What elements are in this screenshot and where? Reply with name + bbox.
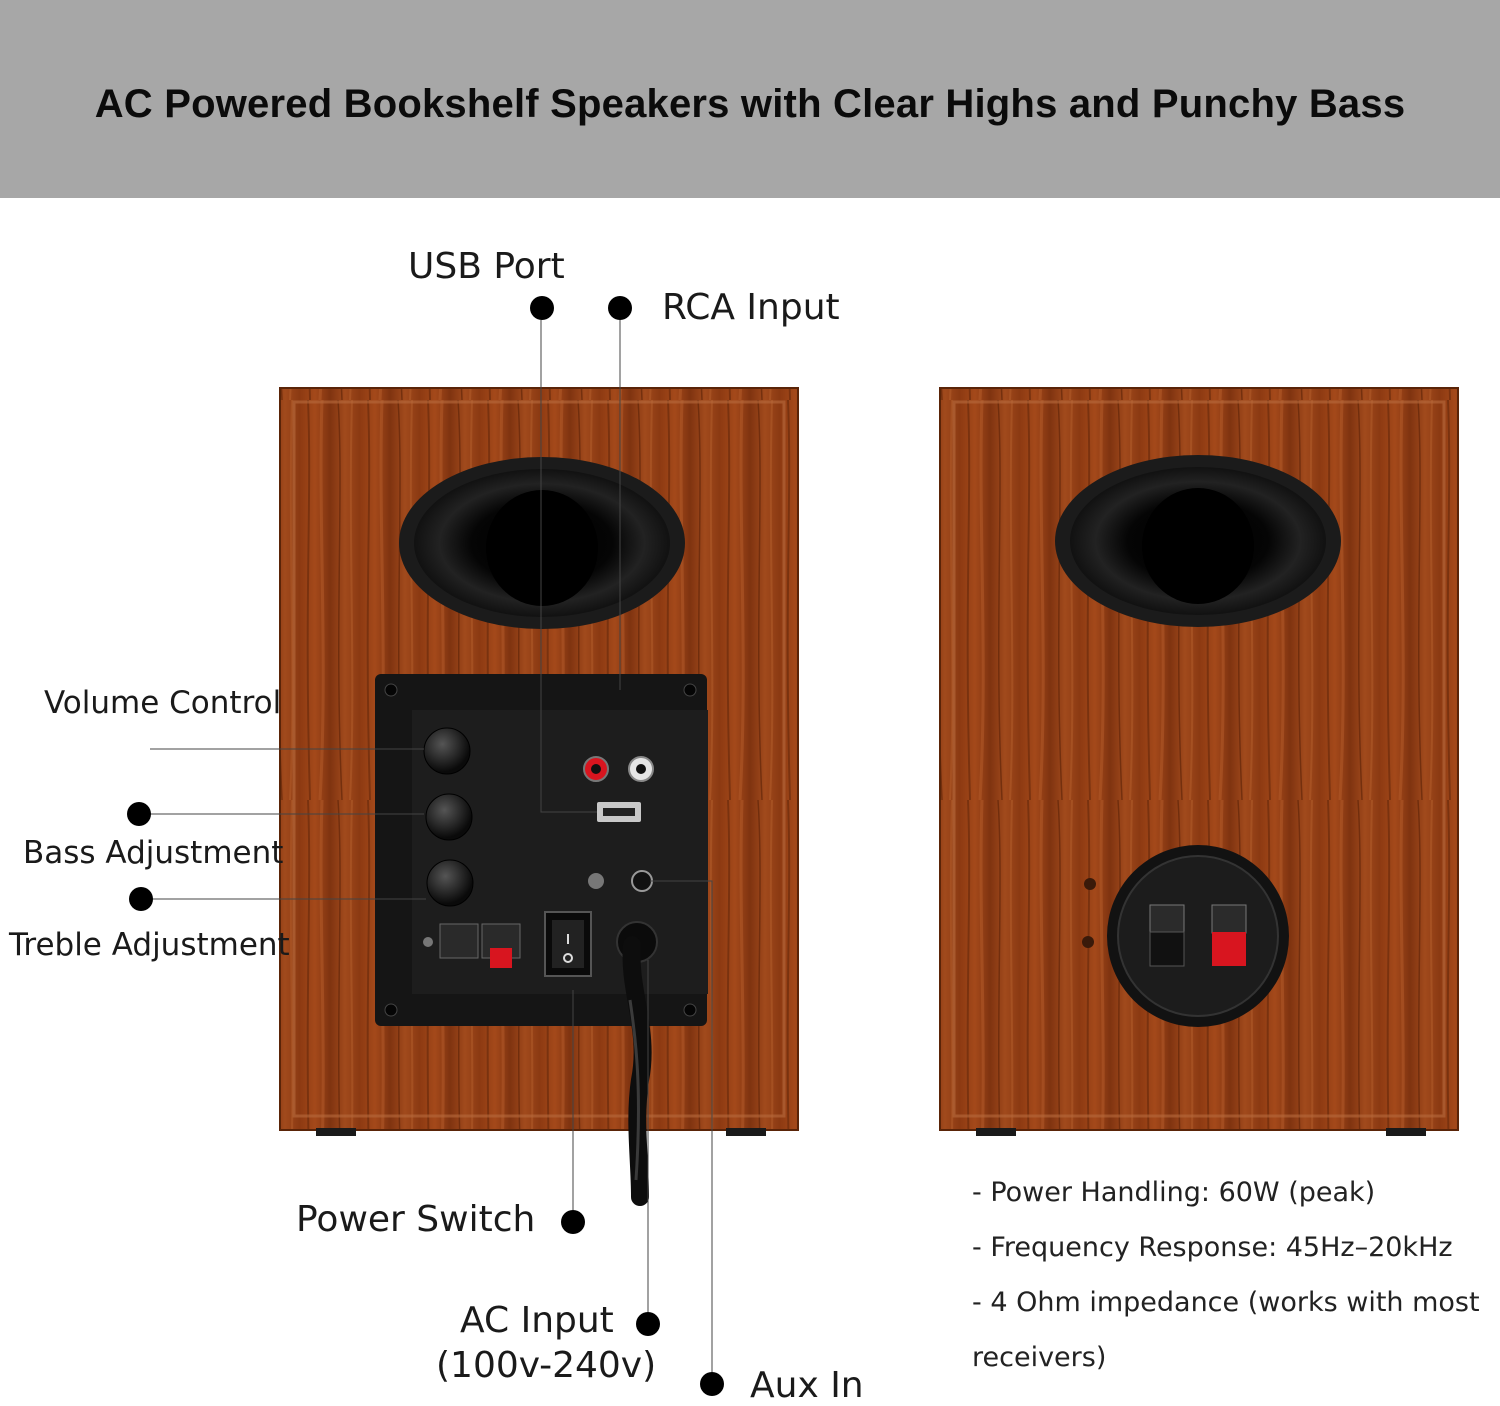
bass-knob bbox=[425, 793, 473, 841]
volume-control-label: Volume Control bbox=[44, 685, 282, 721]
bass-port bbox=[399, 457, 685, 629]
aux-in-label: Aux In bbox=[750, 1365, 864, 1406]
title-banner: AC Powered Bookshelf Speakers with Clear… bbox=[0, 0, 1500, 198]
treble-adjustment-label: Treble Adjustment bbox=[9, 927, 290, 963]
power-switch-label: Power Switch bbox=[296, 1199, 536, 1240]
callout-leaders bbox=[140, 320, 713, 1372]
usb-port-marker bbox=[530, 296, 554, 320]
spec-impedance: - 4 Ohm impedance (works with most bbox=[972, 1287, 1480, 1318]
right-speaker bbox=[939, 387, 1459, 1136]
treble-adjustment-marker bbox=[129, 887, 153, 911]
ac-input-label: AC Input bbox=[460, 1300, 614, 1341]
spec-power-handling: - Power Handling: 60W (peak) bbox=[972, 1177, 1376, 1208]
ac-input-voltage-label: (100v-240v) bbox=[436, 1345, 657, 1386]
spec-frequency-response: - Frequency Response: 45Hz–20kHz bbox=[972, 1232, 1453, 1263]
aux-in-marker bbox=[700, 1372, 724, 1396]
volume-knob bbox=[423, 727, 471, 775]
bass-adjustment-label: Bass Adjustment bbox=[23, 835, 284, 871]
rca-input-marker bbox=[608, 296, 632, 320]
rca-input-label: RCA Input bbox=[662, 287, 840, 328]
bass-port-right bbox=[1055, 455, 1341, 627]
page-title: AC Powered Bookshelf Speakers with Clear… bbox=[94, 82, 1406, 126]
spec-impedance-cont: receivers) bbox=[972, 1342, 1107, 1373]
amplifier-panel bbox=[375, 674, 708, 1206]
speaker-terminal-cup bbox=[1082, 845, 1289, 1027]
usb-port-label: USB Port bbox=[408, 246, 565, 287]
ac-input-marker bbox=[636, 1312, 660, 1336]
left-speaker bbox=[279, 387, 799, 1206]
treble-knob bbox=[426, 859, 474, 907]
power-switch-marker bbox=[561, 1210, 585, 1234]
aux-jack bbox=[631, 870, 653, 892]
bass-adjustment-marker bbox=[127, 802, 151, 826]
